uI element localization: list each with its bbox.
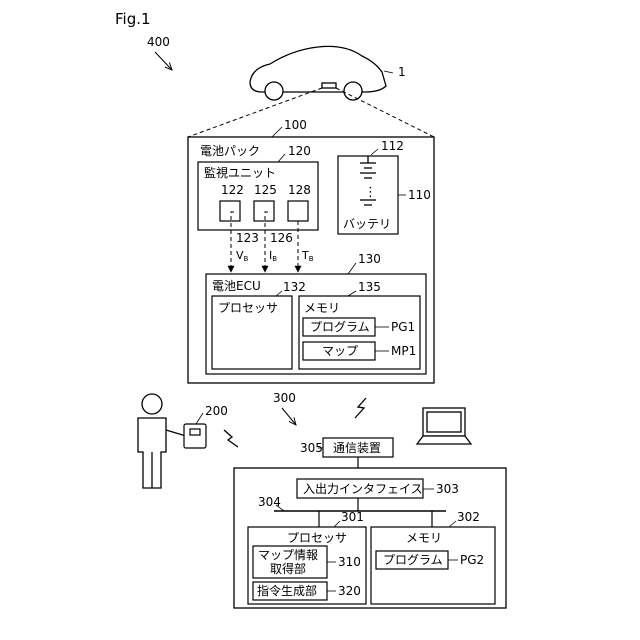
ref-200-leader [196, 413, 203, 424]
ref-112: 112 [381, 139, 404, 153]
current-signal-label: IB [269, 249, 277, 263]
ref-120: 120 [288, 144, 311, 158]
zoom-line-right [336, 88, 434, 137]
ref-122: 122 [221, 183, 244, 197]
ref-1-leader [384, 71, 393, 73]
figure-title: Fig.1 [115, 10, 151, 28]
ecu-map-label: マップ [322, 344, 358, 358]
voltage-signal-label: VB [236, 249, 249, 263]
ref-mp1: MP1 [391, 344, 416, 358]
ecu-memory-label: メモリ [304, 301, 340, 315]
ref-130: 130 [358, 252, 381, 266]
battery-dots: ⋮ [364, 185, 377, 200]
ref-125: 125 [254, 183, 277, 197]
ref-303: 303 [436, 482, 459, 496]
ref-200: 200 [205, 404, 228, 418]
ref-300-arrow [282, 408, 296, 425]
ref-128: 128 [288, 183, 311, 197]
io-interface-label: 入出力インタフェイス [303, 482, 423, 496]
command-generator-label: 指令生成部 [257, 583, 317, 598]
ref-400-arrow [155, 52, 172, 70]
battery-pack-label: 電池パック [200, 144, 260, 158]
current-sensor-box [254, 201, 274, 221]
ref-pg1: PG1 [391, 320, 415, 334]
car-icon [250, 46, 386, 100]
person-icon [138, 394, 186, 488]
ref-1: 1 [398, 65, 406, 79]
ref-120-leader [278, 154, 285, 162]
ref-302: 302 [457, 510, 480, 524]
ref-100-leader [272, 127, 282, 137]
ref-320: 320 [338, 584, 361, 598]
handheld-device-icon [184, 424, 206, 448]
ref-132: 132 [283, 280, 306, 294]
map-info-acquirer-label-line1: マップ情報 [258, 548, 318, 562]
battery-label: バッテリ [343, 217, 391, 231]
ecu-processor-label: プロセッサ [218, 301, 278, 315]
temperature-sensor-box [288, 201, 308, 221]
server-processor-label: プロセッサ [287, 531, 347, 545]
wireless-symbol-vehicle [355, 398, 366, 418]
server-memory-label: メモリ [406, 531, 442, 545]
ref-135-leader [348, 291, 356, 296]
ref-132-leader [276, 291, 282, 296]
ref-pg2: PG2 [460, 553, 484, 567]
ref-301: 301 [341, 510, 364, 524]
ref-302-leader [449, 521, 456, 527]
ref-100: 100 [284, 118, 307, 132]
ref-310: 310 [338, 555, 361, 569]
map-info-acquirer-label-line2: 取得部 [270, 561, 306, 576]
ref-400: 400 [147, 35, 170, 49]
ecu-program-label: プログラム [310, 320, 370, 334]
monitor-unit-label: 監視ユニット [204, 165, 276, 180]
ref-126: 126 [270, 231, 293, 245]
voltage-sensor-box [220, 201, 240, 221]
ref-123: 123 [236, 231, 259, 245]
temperature-signal-label: TB [301, 249, 314, 263]
ref-130-leader [348, 263, 356, 274]
comm-device-label: 通信装置 [333, 441, 381, 455]
ref-304: 304 [258, 495, 281, 509]
ref-301-leader [334, 521, 340, 527]
ref-112-leader [371, 149, 378, 155]
ref-110: 110 [408, 188, 431, 202]
wireless-symbol-user [224, 430, 238, 447]
ref-300: 300 [273, 391, 296, 405]
battery-ecu-label: 電池ECU [212, 279, 261, 293]
ref-135: 135 [358, 280, 381, 294]
laptop-icon [417, 408, 471, 444]
server-program-label: プログラム [383, 553, 443, 567]
